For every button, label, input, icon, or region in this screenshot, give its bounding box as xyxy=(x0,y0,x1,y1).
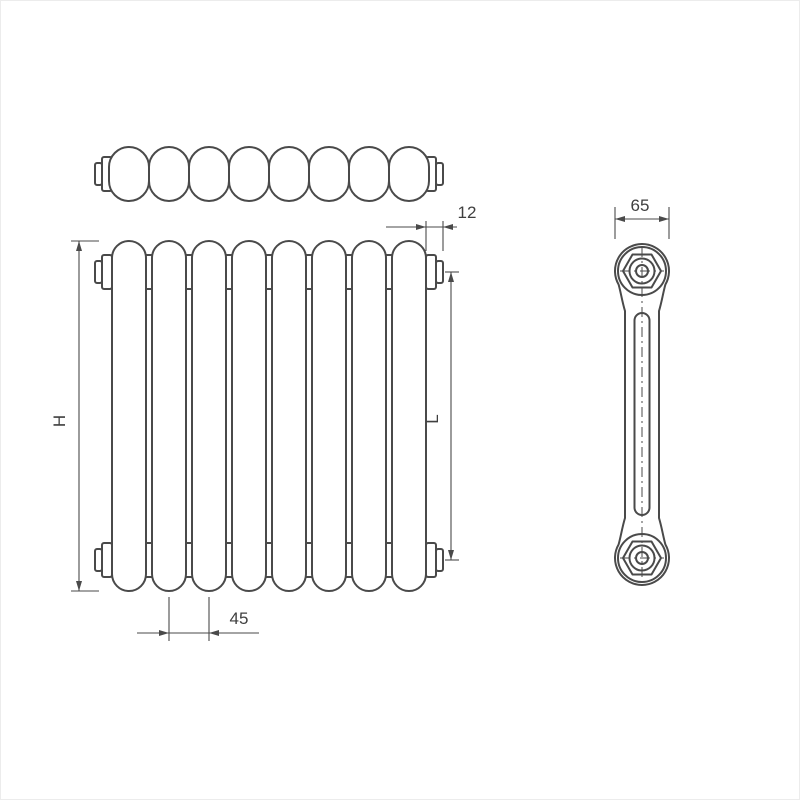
plug-ring-center xyxy=(635,551,649,565)
radiator-column xyxy=(191,240,227,592)
arrowhead xyxy=(76,581,82,591)
front-view-fitting-bottom-right xyxy=(425,542,444,578)
side-view-bottom-plug xyxy=(617,533,667,583)
radiator-column xyxy=(231,240,267,592)
plug-ring-inner xyxy=(628,544,656,572)
side-view-top-plug xyxy=(617,246,667,296)
dimension-length: L xyxy=(423,271,459,561)
plug-hexagon xyxy=(622,540,662,576)
dimension-label-h: H xyxy=(50,415,69,427)
side-view xyxy=(614,243,670,586)
radiator-column xyxy=(271,240,307,592)
top-view-fitting-cap-right xyxy=(435,162,444,186)
top-view-fitting-cap-left xyxy=(94,162,103,186)
fitting-collar xyxy=(101,542,113,578)
arrowhead xyxy=(443,224,453,230)
fitting-cap xyxy=(94,260,103,284)
arrowhead xyxy=(448,550,454,560)
radiator-column xyxy=(311,240,347,592)
radiator-column xyxy=(391,240,427,592)
front-view-fitting-top-right xyxy=(425,254,444,290)
fitting-cap xyxy=(435,548,444,572)
plug-ring-center xyxy=(635,264,649,278)
top-view-section xyxy=(348,146,390,202)
top-view-section xyxy=(148,146,190,202)
arrowhead xyxy=(659,216,669,222)
arrowhead xyxy=(76,241,82,251)
dimension-nipple-offset: 12 xyxy=(386,203,476,251)
fitting-collar xyxy=(425,542,437,578)
plug-ring-outer xyxy=(617,533,667,583)
dimension-section-pitch: 45 xyxy=(137,597,259,641)
plug-ring-inner xyxy=(628,257,656,285)
dimension-depth: 65 xyxy=(614,196,670,239)
radiator-column xyxy=(151,240,187,592)
arrowhead xyxy=(448,272,454,282)
top-view-section xyxy=(108,146,150,202)
plug-hexagon xyxy=(622,253,662,289)
top-view-section xyxy=(228,146,270,202)
top-view-section xyxy=(308,146,350,202)
top-view-section xyxy=(188,146,230,202)
front-view-fitting-bottom-left xyxy=(94,542,113,578)
arrowhead xyxy=(209,630,219,636)
fitting-cap xyxy=(435,260,444,284)
radiator-column xyxy=(111,240,147,592)
dimension-label-45: 45 xyxy=(230,609,249,628)
arrowhead xyxy=(159,630,169,636)
fitting-collar xyxy=(101,254,113,290)
dimension-label-12: 12 xyxy=(458,203,477,222)
top-view xyxy=(94,146,444,202)
front-view xyxy=(94,240,444,592)
arrowhead xyxy=(416,224,426,230)
top-view-section xyxy=(268,146,310,202)
dimensions: H L 12 45 xyxy=(50,196,670,641)
dimension-height: H xyxy=(50,240,99,592)
front-view-fitting-top-left xyxy=(94,254,113,290)
fitting-collar xyxy=(425,254,437,290)
top-view-section xyxy=(388,146,430,202)
plug-ring-outer xyxy=(617,246,667,296)
arrowhead xyxy=(615,216,625,222)
dimension-label-65: 65 xyxy=(631,196,650,215)
dimension-label-l: L xyxy=(423,414,442,423)
fitting-cap xyxy=(94,548,103,572)
radiator-column xyxy=(351,240,387,592)
